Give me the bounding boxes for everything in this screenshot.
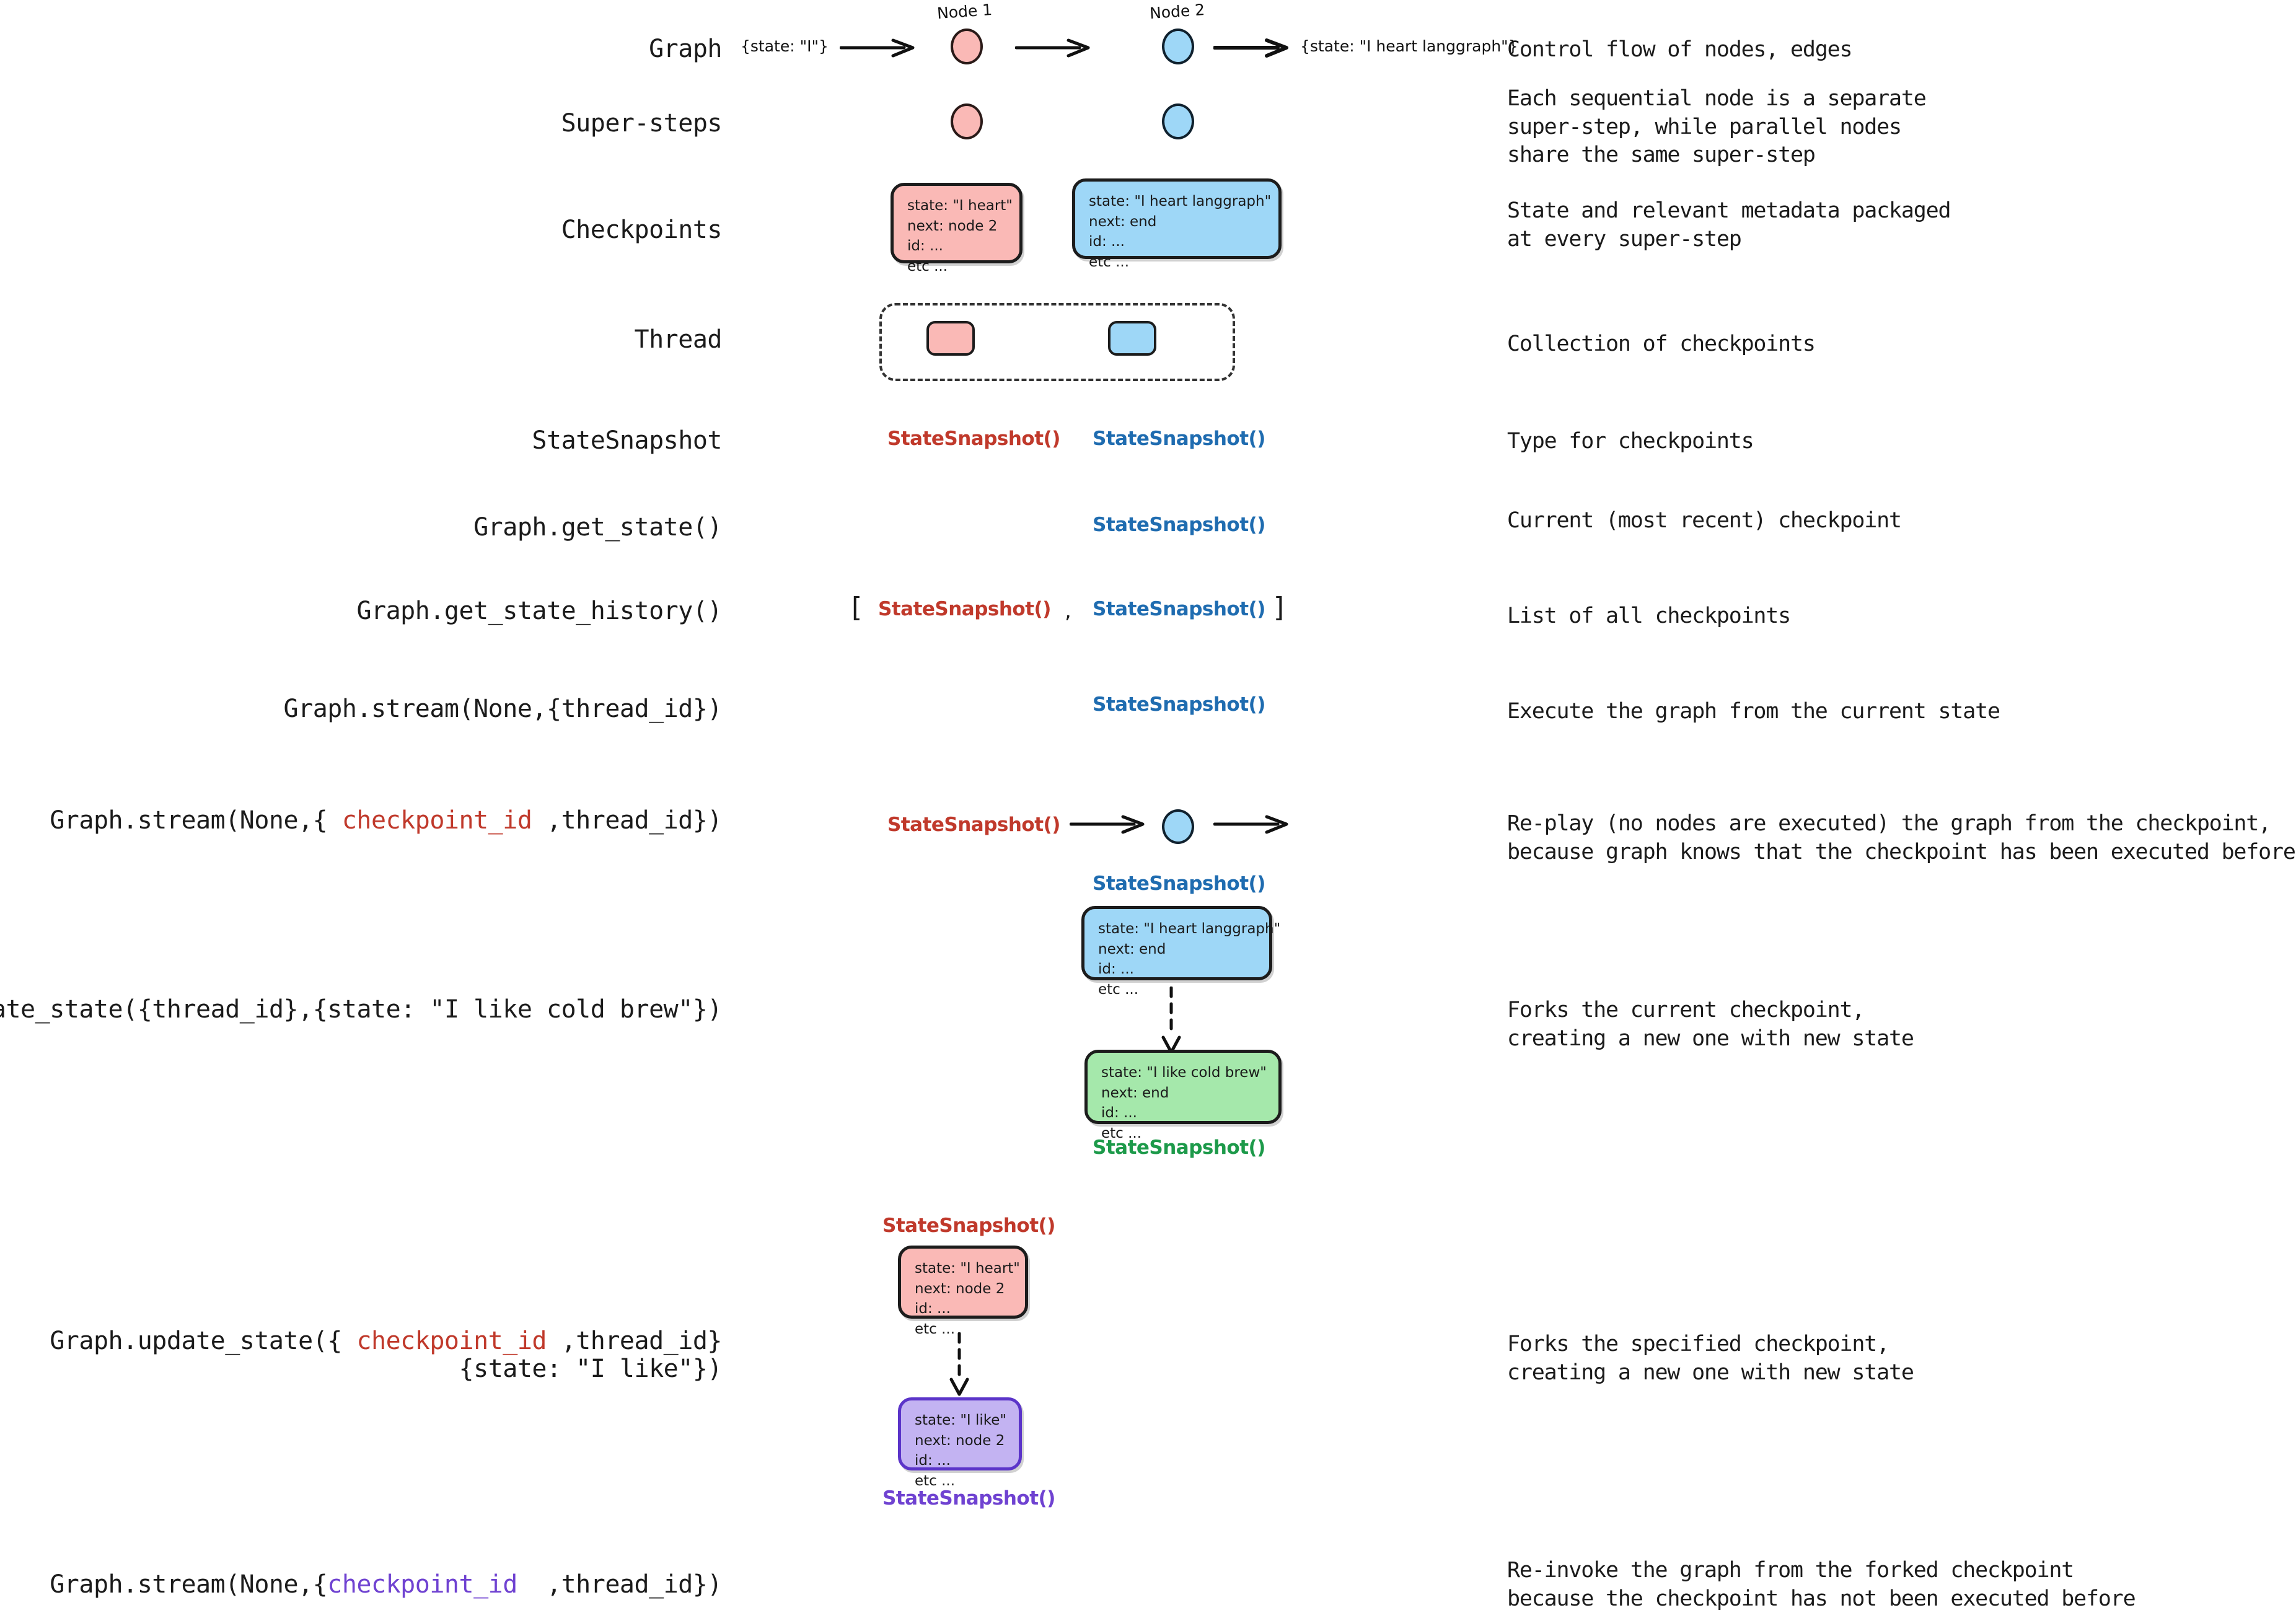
fork-specified-snapshot-caption-red: StateSnapshot(): [882, 1215, 1055, 1237]
fork-snapshot-caption-green: StateSnapshot(): [1093, 1136, 1265, 1159]
row-label-stream-thread: Graph.stream(None,{thread_id}): [283, 695, 723, 723]
replay-checkpoint-box-blue: state: "I heart langgraph" next: end id:…: [1081, 906, 1280, 998]
row-label-stream-forked: Graph.stream(None,{checkpoint_id ,thread…: [50, 1571, 722, 1599]
get-state-snapshot-caption: StateSnapshot(): [1093, 514, 1265, 536]
history-snapshot-caption-red: StateSnapshot(): [878, 598, 1051, 620]
arrow-input-to-node1: [840, 38, 915, 58]
fork-checkpoint-box-green: state: "I like cold brew" next: end id: …: [1084, 1050, 1282, 1141]
list-comma: ,: [1065, 599, 1071, 623]
statesnapshot-caption-blue: StateSnapshot(): [1093, 428, 1265, 450]
row-label-statesnapshot: StateSnapshot: [532, 426, 722, 455]
node1-caption: Node 1: [936, 0, 993, 23]
row-desc-stream-checkpoint: Re-play (no nodes are executed) the grap…: [1507, 811, 2296, 864]
stream-checkpoint-suffix: ,thread_id}): [532, 806, 722, 835]
thread-chip-pink: [926, 321, 975, 356]
row-desc-graph: Control flow of nodes, edges: [1507, 37, 1853, 62]
graph-input-state: {state: "I"}: [741, 37, 829, 55]
stream-forked-suffix: ,thread_id}): [517, 1570, 723, 1599]
row-desc-update-state-thread: Forks the current checkpoint, creating a…: [1507, 998, 1914, 1051]
stream-checkpoint-id-token: checkpoint_id: [341, 806, 532, 835]
fork-specified-box-purple: state: "I like" next: node 2 id: ... etc…: [898, 1397, 1022, 1489]
row-label-super-steps: Super-steps: [561, 109, 723, 138]
update-state-checkpoint-id-token: checkpoint_id: [356, 1327, 547, 1355]
row-desc-stream-thread: Execute the graph from the current state: [1507, 699, 2000, 724]
arrow-replay-node-out: [1213, 815, 1288, 834]
row-label-get-state: Graph.get_state(): [473, 513, 722, 542]
arrow-fork-specified-to-purple: [949, 1332, 969, 1396]
node2-circle: [1162, 29, 1194, 64]
row-desc-super-steps: Each sequential node is a separate super…: [1507, 86, 1927, 167]
arrow-node2-to-output: [1213, 38, 1288, 58]
thread-container: [879, 303, 1235, 381]
checkpoint-box-pink: state: "I heart" next: node 2 id: ... et…: [891, 183, 1023, 275]
super-step-node1-circle: [951, 103, 983, 139]
list-close-bracket: ]: [1273, 592, 1285, 623]
super-step-node2-circle: [1162, 103, 1194, 139]
row-label-checkpoints: Checkpoints: [561, 216, 723, 244]
update-state-prefix: Graph.update_state({: [50, 1327, 357, 1355]
replay-snapshot-caption-blue: StateSnapshot(): [1093, 872, 1265, 895]
replay-snapshot-caption-red: StateSnapshot(): [887, 814, 1060, 836]
history-snapshot-caption-blue: StateSnapshot(): [1093, 598, 1265, 620]
row-desc-get-state-history: List of all checkpoints: [1507, 604, 1791, 628]
stream-forked-checkpoint-id-token: checkpoint_id: [327, 1570, 517, 1599]
node1-circle: [951, 29, 983, 64]
stream-forked-prefix: Graph.stream(None,{: [50, 1570, 328, 1599]
row-label-graph: Graph: [649, 35, 722, 63]
row-desc-thread: Collection of checkpoints: [1507, 332, 1816, 356]
row-desc-statesnapshot: Type for checkpoints: [1507, 429, 1754, 454]
node2-caption: Node 2: [1149, 0, 1206, 23]
stream-thread-snapshot-caption: StateSnapshot(): [1093, 693, 1265, 716]
replay-node-circle: [1162, 809, 1194, 844]
row-label-get-state-history: Graph.get_state_history(): [356, 597, 722, 625]
row-desc-update-state-checkpoint: Forks the specified checkpoint, creating…: [1507, 1332, 1914, 1385]
arrow-fork-to-green: [1161, 987, 1181, 1054]
row-desc-get-state: Current (most recent) checkpoint: [1507, 508, 1902, 533]
row-label-update-state-thread: Graph.update_state({thread_id},{state: "…: [0, 995, 723, 1024]
row-desc-stream-forked: Re-invoke the graph from the forked chec…: [1507, 1558, 2136, 1611]
fork-specified-snapshot-caption-purple: StateSnapshot(): [882, 1487, 1055, 1510]
fork-specified-box-pink: state: "I heart" next: node 2 id: ... et…: [898, 1246, 1028, 1337]
stream-checkpoint-prefix: Graph.stream(None,{: [50, 806, 342, 835]
row-desc-checkpoints: State and relevant metadata packaged at …: [1507, 198, 1951, 252]
arrow-node1-to-node2: [1015, 38, 1090, 58]
checkpoint-box-blue: state: "I heart langgraph" next: end id:…: [1072, 178, 1282, 270]
thread-chip-blue: [1108, 321, 1156, 356]
row-label-update-state-checkpoint: Graph.update_state({ checkpoint_id ,thre…: [50, 1327, 722, 1383]
update-state-suffix: ,thread_id} {state: "I like"}): [459, 1327, 723, 1383]
statesnapshot-caption-red: StateSnapshot(): [887, 428, 1060, 450]
row-label-stream-checkpoint: Graph.stream(None,{ checkpoint_id ,threa…: [50, 807, 722, 835]
row-label-thread: Thread: [634, 325, 723, 354]
arrow-replay-to-node: [1070, 815, 1145, 834]
graph-output-state: {state: "I heart langgraph"}: [1300, 37, 1518, 55]
list-open-bracket: [: [851, 592, 863, 623]
